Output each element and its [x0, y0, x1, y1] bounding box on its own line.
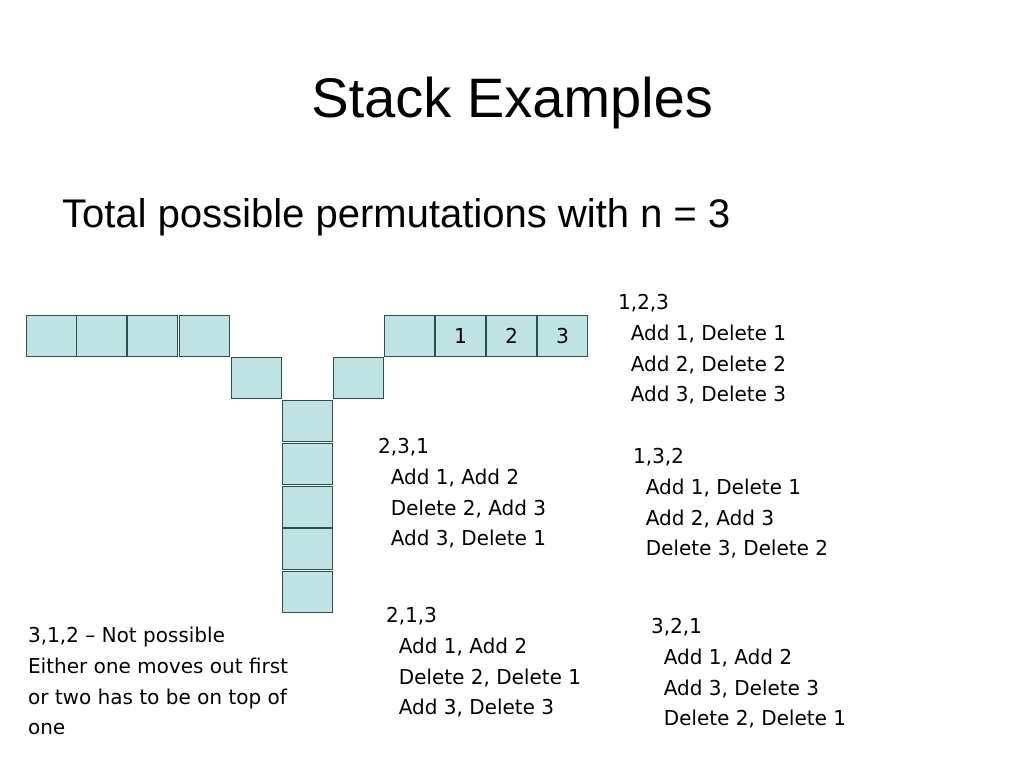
example-step: Add 3, Delete 3 — [663, 675, 820, 700]
input-cell-3: 3 — [537, 315, 588, 357]
output-track-cell — [127, 315, 178, 357]
stack-slot — [282, 443, 333, 485]
example-213: 2,1,3 Add 1, Add 2 Delete 2, Delete 1 Ad… — [386, 600, 581, 723]
example-heading: 3,2,1 — [651, 614, 702, 638]
connector-cell-right — [333, 357, 384, 399]
example-312-not-possible: 3,1,2 – Not possible Either one moves ou… — [28, 620, 288, 743]
stack-slot — [282, 528, 333, 570]
slide-subtitle: Total possible permutations with n = 3 — [62, 192, 731, 236]
stack-slot — [282, 486, 333, 528]
example-step: Add 1, Delete 1 — [645, 474, 802, 499]
example-step: Delete 2, Delete 1 — [663, 706, 847, 731]
example-step: Add 2, Add 3 — [645, 505, 775, 530]
example-step: Add 3, Delete 3 — [630, 382, 787, 407]
example-123: 1,2,3 Add 1, Delete 1 Add 2, Delete 2 Ad… — [618, 287, 786, 410]
input-cell-1: 1 — [435, 315, 486, 357]
output-track-cell — [179, 315, 230, 357]
output-track-cell — [76, 315, 127, 357]
example-step: Add 1, Delete 1 — [630, 320, 787, 345]
example-step: Add 3, Delete 3 — [398, 695, 555, 720]
example-step: Add 1, Add 2 — [663, 644, 793, 669]
input-cell-2: 2 — [486, 315, 537, 357]
example-step: Add 3, Delete 1 — [390, 526, 547, 551]
example-step: Delete 2, Delete 1 — [398, 664, 582, 689]
example-explanation: Either one moves out first — [28, 653, 288, 678]
example-heading: 2,3,1 — [378, 434, 429, 458]
example-explanation: one — [28, 715, 66, 740]
connector-cell-left — [231, 357, 282, 399]
example-step: Delete 3, Delete 2 — [645, 536, 829, 561]
example-heading: 2,1,3 — [386, 603, 437, 627]
example-heading: 3,1,2 – Not possible — [28, 623, 225, 647]
slide-title: Stack Examples — [311, 66, 713, 129]
stack-slot — [282, 571, 333, 613]
example-132: 1,3,2 Add 1, Delete 1 Add 2, Add 3 Delet… — [633, 441, 828, 564]
example-heading: 1,2,3 — [618, 290, 669, 314]
stack-slot — [282, 400, 333, 442]
example-321: 3,2,1 Add 1, Add 2 Add 3, Delete 3 Delet… — [651, 611, 846, 734]
example-231: 2,3,1 Add 1, Add 2 Delete 2, Add 3 Add 3… — [378, 431, 546, 554]
example-heading: 1,3,2 — [633, 444, 684, 468]
example-step: Add 2, Delete 2 — [630, 351, 787, 376]
example-step: Delete 2, Add 3 — [390, 495, 547, 520]
example-step: Add 1, Add 2 — [390, 464, 520, 489]
input-track-cell — [384, 315, 435, 357]
example-explanation: or two has to be on top of — [28, 684, 287, 709]
example-step: Add 1, Add 2 — [398, 633, 528, 658]
output-track-cell — [26, 315, 77, 357]
